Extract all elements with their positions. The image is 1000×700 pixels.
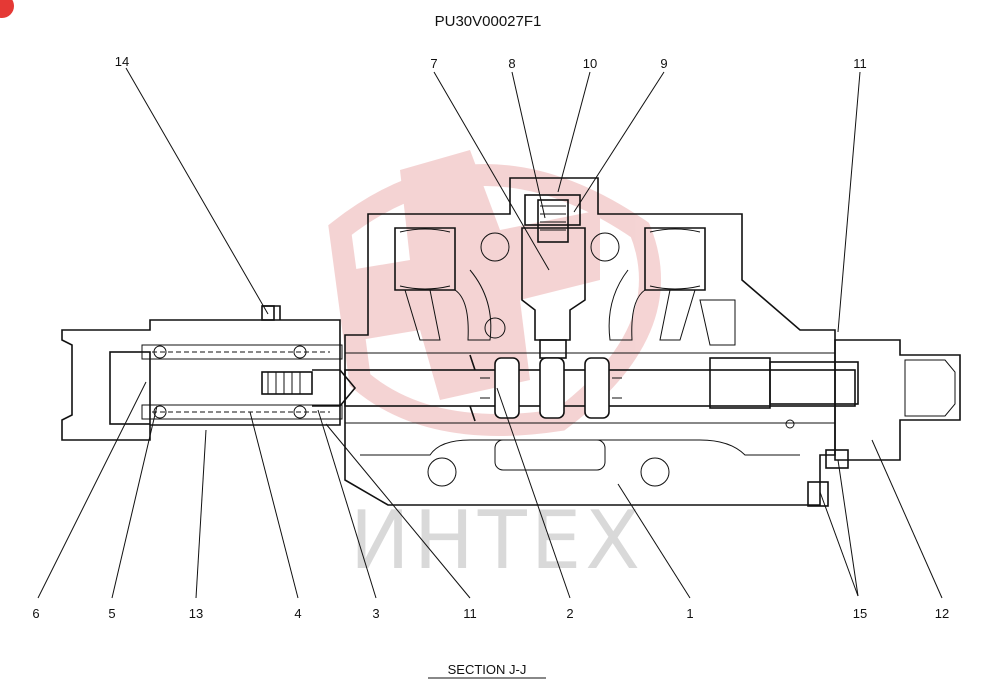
part-number-3: 3: [372, 606, 379, 621]
watermark-emblem-icon: [328, 150, 661, 436]
part-number-11-bottom: 11: [463, 606, 477, 621]
part-number-12: 12: [935, 606, 949, 621]
watermark-text: ИНТЕХ: [350, 494, 644, 587]
end-cap-right: [807, 329, 961, 507]
part-number-13: 13: [189, 606, 203, 621]
part-number-labels: 14 7 8 10 9 11 6 5 13 4 3 11 2 1 15 12: [32, 54, 949, 621]
part-number-14: 14: [115, 54, 129, 69]
corner-badge-icon: [0, 0, 14, 18]
leader-lines: [37, 67, 943, 599]
main-spool: [344, 352, 859, 424]
part-number-8: 8: [508, 56, 515, 71]
section-label: SECTION J-J: [448, 662, 527, 677]
part-number-2: 2: [566, 606, 573, 621]
part-number-10: 10: [583, 56, 597, 71]
part-number-9: 9: [660, 56, 667, 71]
part-number-5: 5: [108, 606, 115, 621]
relief-valve-assembly: [521, 194, 586, 359]
part-number-1: 1: [686, 606, 693, 621]
part-number-11-top: 11: [853, 56, 867, 71]
part-number-4: 4: [294, 606, 301, 621]
part-number-7: 7: [430, 56, 437, 71]
part-number-6: 6: [32, 606, 39, 621]
drawing-code: PU30V00027F1: [435, 13, 542, 30]
part-number-15: 15: [853, 606, 867, 621]
spring-cap-left: [61, 305, 357, 441]
